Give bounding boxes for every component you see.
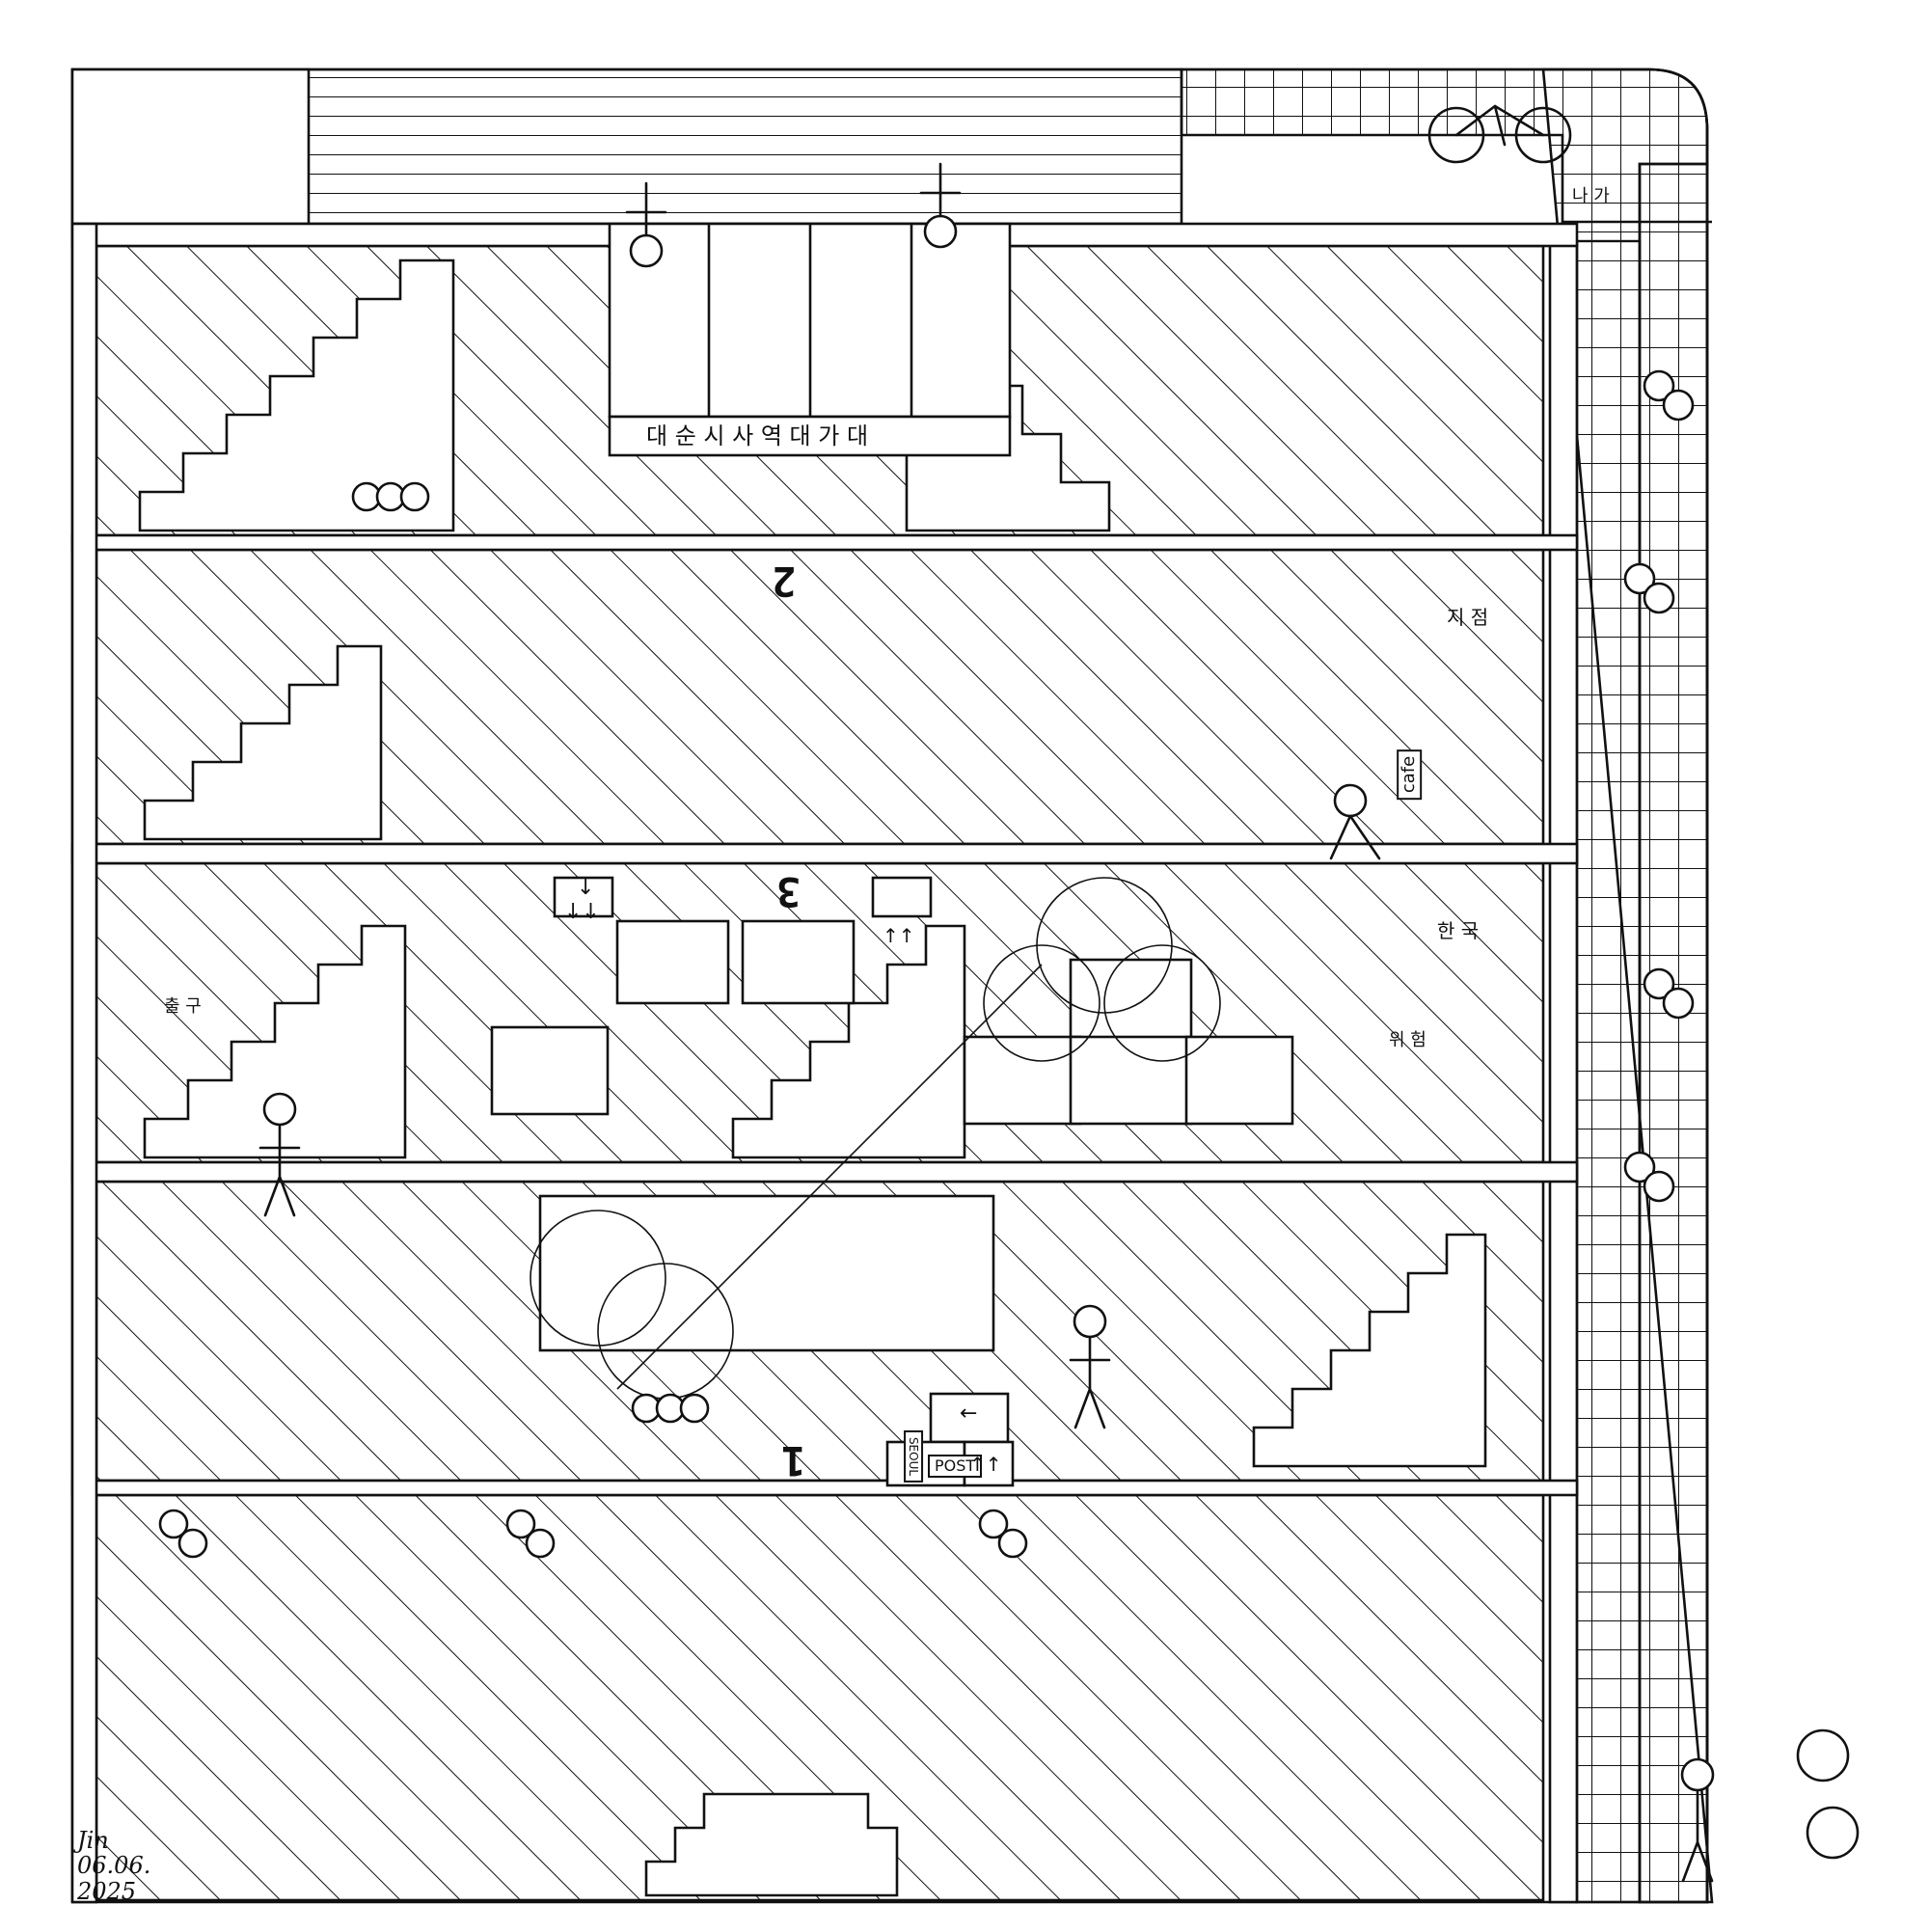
cafe-sign: cafe [1397, 748, 1423, 801]
signature-date-line-2: 2025 [77, 1877, 137, 1905]
sign-korean-e: 나 가 [1572, 186, 1610, 206]
rooftop-left-block [70, 68, 311, 226]
side-sign-text: 지 점 [1447, 606, 1489, 629]
signature-name: Jin [77, 1827, 109, 1854]
stairs-top-left [138, 259, 455, 532]
shop-sign-text: 대 순 시 사 역 대 가 대 [646, 422, 869, 449]
box-arrows-down: ↓↓ [564, 900, 600, 924]
bicycle-rooftop [1427, 104, 1572, 164]
sidewalk-top [1180, 68, 1709, 224]
box-arrow-down: ↓ [577, 876, 595, 900]
people-figures [258, 162, 1715, 1883]
stairs-ground-bottom [644, 1792, 899, 1897]
stairs-floor2-left [143, 644, 383, 841]
boxes [553, 876, 1015, 1487]
sign-korean-d: 출 구 [164, 996, 202, 1017]
stairs-floor3-left [143, 924, 407, 1159]
roll-stacks [158, 369, 1695, 1559]
sign-korean-b: 한 국 [1437, 919, 1480, 942]
stairs-floor4-right [1252, 1233, 1487, 1468]
post-box-label: POST [928, 1455, 983, 1478]
exterior-wall [1548, 239, 1579, 1904]
artist-signature: Jin 06.06. 2025 [77, 1827, 151, 1905]
street-facade [1575, 239, 1642, 1904]
box-arrow-left: ← [960, 1401, 978, 1426]
floor-number-1: 1 [781, 1437, 806, 1484]
box-arrows-up-2: ↑↑ [883, 924, 915, 947]
shop-glass-front [608, 222, 1012, 457]
floor-number-3: 3 [776, 868, 801, 915]
floor-number-2: 2 [772, 558, 797, 605]
railing-floor4 [538, 1194, 995, 1352]
signature-date-line-1: 06.06. [77, 1852, 151, 1880]
railings-floor3 [490, 919, 1294, 1126]
box-arrows-up: ↑↑ [969, 1453, 1002, 1476]
sign-korean-c: 위 험 [1389, 1030, 1426, 1050]
bicycle-street [1796, 1728, 1860, 1860]
construction-circles [530, 877, 1221, 1400]
seoul-box-label: SEOUL [904, 1429, 924, 1483]
sidewalk-area [1638, 162, 1709, 1904]
